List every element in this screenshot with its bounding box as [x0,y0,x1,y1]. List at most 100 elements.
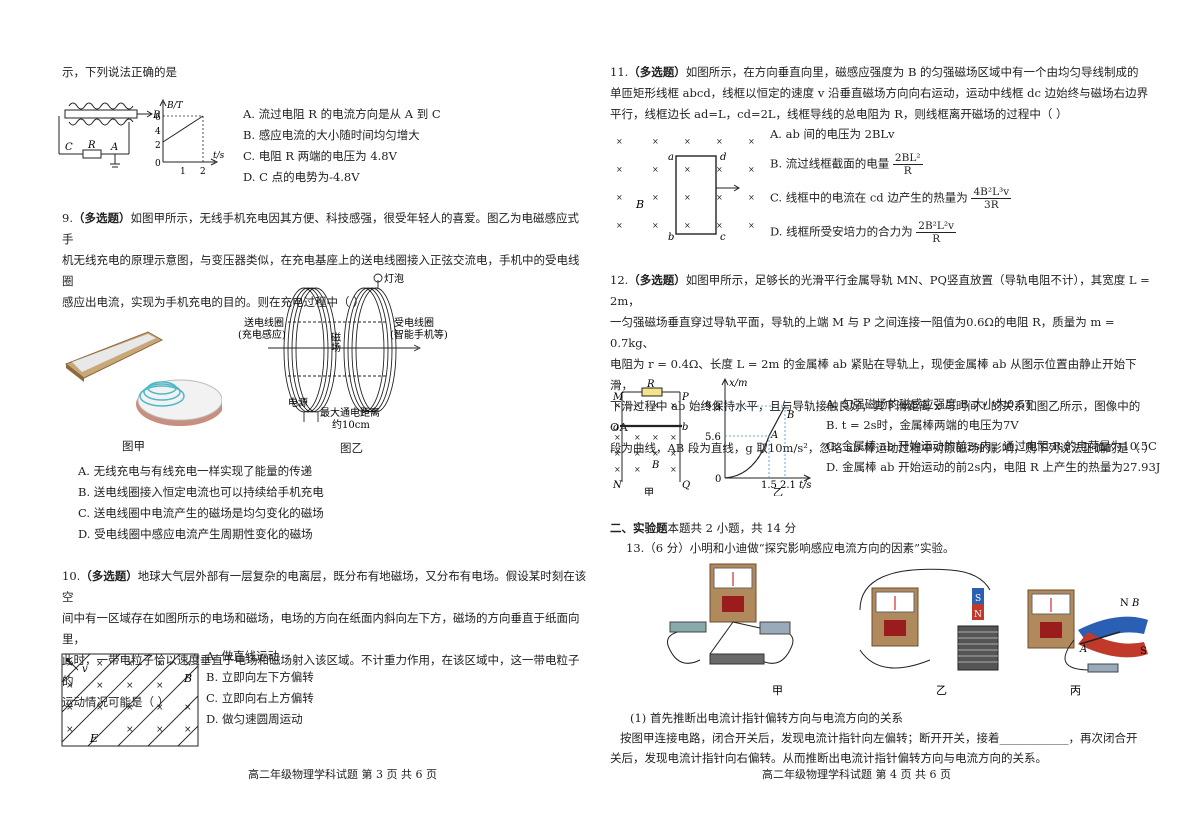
svg-text:×: × [684,221,691,230]
q8-option-b: B. 感应电流的大小随时间均匀增大 [243,128,420,142]
svg-text:×: × [614,465,621,474]
left-page: 示，下列说法正确的是 C R A B [58,65,587,781]
q9-label-source: 电源 [288,396,308,409]
experiment-c-illustration [1027,589,1148,673]
magnet-c-label-n: N [1120,598,1129,609]
svg-text:×: × [156,681,164,691]
svg-text:×: × [748,137,755,146]
svg-text:×: × [652,193,659,202]
q12-point-a: A [770,430,778,441]
q12-option-d: D. 金属棒 ab 开始运动的前2s内，电阻 R 上产生的热量为27.93J [826,460,1161,474]
q8-label-b: B [152,110,160,121]
q11-label-field: B [635,198,644,211]
magnet-label-s: S [975,594,981,604]
q12-line-4: 下滑过程中 ab 始终保持水平，且与导轨接触良好，其下滑距离 x 与时间 t 的… [610,399,1141,434]
svg-text:×: × [184,725,192,735]
svg-text:×: × [652,165,659,174]
q11-option-b-text: B. 流过线框截面的电量 [770,156,890,171]
q8-label-c: C [65,142,73,153]
q12-tag: （多选题） [628,273,686,287]
svg-text:×: × [652,221,659,230]
q13-caption-c: 丙 [1070,684,1081,697]
svg-text:×: × [616,137,623,146]
q8-x-tick-0: 0 [155,159,161,169]
q8-y-tick-6: 6 [155,113,161,123]
q9-label-recv2: (智能手机等) [390,328,448,341]
q11-option-a: A. ab 间的电压为 2BLv [770,127,895,141]
q8-x-axis-label: t/s [213,151,225,161]
q9-caption-b: 图乙 [340,441,363,455]
section-2-rest: 本题共 2 小题，共 14 分 [667,521,797,535]
q8-label-a: A [110,142,118,153]
q12-line-1: 如图甲所示，足够长的光滑平行金属导轨 MN、PQ竖直放置（导轨电阻不计），其宽度… [610,273,1150,308]
svg-text:×: × [616,221,623,230]
q11-option-c-den: 3R [984,199,999,211]
q8-label-r: R [87,140,96,151]
svg-text:×: × [684,137,691,146]
q10-line-2: 间中有一区域存在如图所示的电场和磁场，电场的方向在纸面内斜向左下方，磁场的方向垂… [62,611,580,646]
svg-text:×: × [634,465,641,474]
q9-option-a: A. 无线充电与有线充电一样实现了能量的传递 [78,464,313,478]
q9-figure-b: 灯泡 送电线圈 (充电感应) 受电线圈 (智能手机等) 磁场 电源 最大通电距离… [238,272,448,431]
q12-label-q: Q [682,480,690,491]
q13-part-1-line-2: 关后，发现电流计指针向右偏转。从而推断出电流计指针偏转方向与电流方向的关系。 [610,751,1047,765]
q10-tag: （多选题） [80,569,138,583]
q10-figure: ××××× ×××× ××××× ×××× v B E [61,653,199,747]
q13-figures: S N N B A S 甲 乙 丙 [667,563,1148,697]
svg-text:×: × [670,401,677,410]
svg-text:×: × [748,221,755,230]
q12-line-5: 段为曲线，AB 段为直线，g 取10m/s²，忽略 ab 棒运动过程中对原磁场的… [610,441,1156,455]
svg-text:×: × [716,137,723,146]
q12-label-b: b [682,422,688,433]
q11-figure: ××××× ××××× ××××× ××××× a d b c B [616,137,755,243]
svg-text:×: × [748,193,755,202]
q12-label-p: P [681,392,689,403]
q11-label-b: b [668,232,674,243]
q11-line-3: 平行，线框边长 ad=L，cd=2L，线框导线的总电阻为 R，则线框离开磁场的过… [610,107,1068,121]
svg-text:×: × [66,659,74,669]
experiment-a-illustration [667,563,794,665]
q12-figure-a: ×××× ×××× ×××× ××× M R P a b B N Q 甲 [612,379,690,496]
svg-text:×: × [616,165,623,174]
section-2-title: 二、实验题 [610,521,668,535]
q11-option-c-text: C. 线框中的电流在 cd 边产生的热量为 [770,190,968,205]
svg-text:×: × [684,165,691,174]
q9-number: 9. [62,211,73,225]
q12-line-2: 一匀强磁场垂直穿过导轨平面，导轨的上端 M 与 P 之间连接一阻值为0.6Ω的电… [610,315,1115,350]
svg-text:×: × [716,165,723,174]
q9-tag: （多选题） [72,211,131,225]
q9-label-recv1: 受电线圈 [394,316,434,329]
svg-text:×: × [616,193,623,202]
magnet-label-n: N [974,610,982,620]
q10-line-3: 此时，一带电粒子恰以速度垂直于电场和磁场射入该区域。不计重力作用，在该区域中，这… [62,653,580,688]
svg-text:×: × [126,725,134,735]
q9-line-1: 如图甲所示，无线手机充电因其方便、科技感强，很受年轻人的喜爱。图乙为电磁感应式手 [62,211,579,246]
q9-figure-a [64,331,222,426]
q13-caption-b: 乙 [936,684,947,697]
q12-line-3: 电阻为 r = 0.4Ω、长度 L = 2m 的金属棒 ab 紧贴在导轨上，现使… [610,357,1137,392]
q10-option-b: B. 立即向左下方偏转 [206,670,314,684]
q9-caption-a: 图甲 [122,439,145,453]
q12-caption-b: 乙 [773,487,783,496]
svg-text:×: × [716,193,723,202]
q12-origin: 0 [715,474,721,485]
svg-text:×: × [684,193,691,202]
q11-option-d-den: R [932,233,941,245]
q10-label-e: E [89,732,98,745]
q10-line-1: 地球大气层外部有一层复杂的电离层，既分布有地磁场，又分布有电场。假设某时刻在该空 [62,569,587,604]
right-page-footer: 高二年级物理学科试题 第 4 页 共 6 页 [762,768,951,781]
q8-x-tick-2: 2 [200,167,206,177]
svg-text:×: × [652,433,659,442]
q12-y-axis-label: x/m [729,378,748,389]
section-2-heading: 二、实验题本题共 2 小题，共 14 分 [610,520,796,536]
q12-x-tick-2-1: 2.1 [780,480,796,491]
q12-y-tick-9-8: 9.8 [705,402,721,413]
q10-label-b: B [183,672,192,685]
q9-label-field: 磁场 [329,331,341,353]
q10-stem: 10.（多选题）地球大气层外部有一层复杂的电离层，既分布有地磁场，又分布有电场。… [62,566,587,713]
svg-text:×: × [156,703,164,713]
svg-text:×: × [184,659,192,669]
